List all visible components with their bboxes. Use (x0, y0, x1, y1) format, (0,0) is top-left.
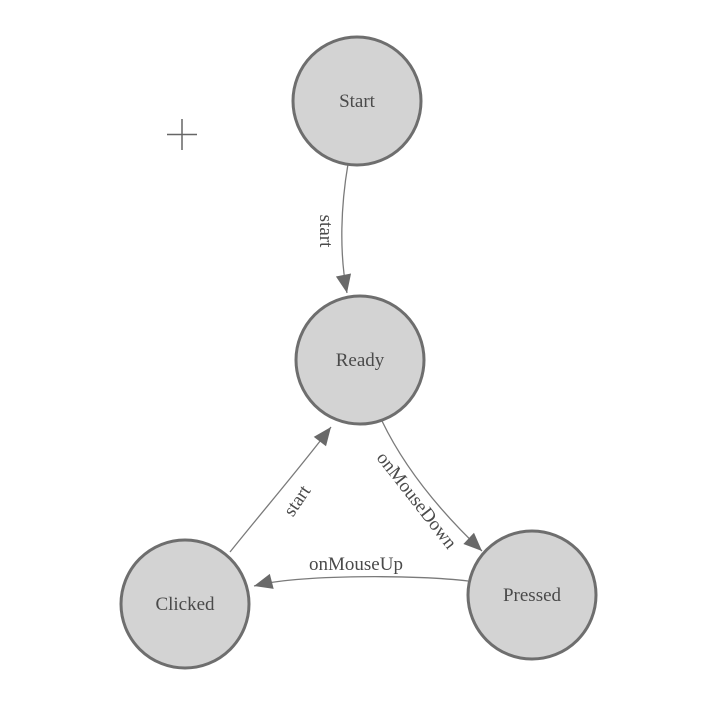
edge-path-start-to-ready[interactable] (335, 163, 352, 294)
node-clicked-label: Clicked (155, 594, 215, 615)
node-pressed[interactable]: Pressed (466, 529, 598, 661)
edge-path-clicked-to-ready[interactable] (229, 426, 332, 553)
edge-label-ready-to-pressed: onMouseDown (372, 448, 461, 554)
edge-ready-to-pressed[interactable]: onMouseDown (372, 420, 483, 554)
node-clicked[interactable]: Clicked (119, 538, 251, 670)
node-ready-circle[interactable] (294, 294, 426, 426)
edge-path-ready-to-pressed[interactable] (381, 420, 483, 552)
node-start-circle[interactable] (291, 35, 423, 167)
node-start-label: Start (339, 91, 376, 112)
edge-clicked-to-ready[interactable]: start (229, 426, 332, 553)
node-ready[interactable]: Ready (294, 294, 426, 426)
edge-label-clicked-to-ready: start (280, 481, 316, 520)
node-pressed-circle[interactable] (466, 529, 598, 661)
edge-start-to-ready[interactable]: start (315, 163, 352, 294)
plus-crosshair-icon (167, 119, 197, 150)
edge-label-pressed-to-clicked: onMouseUp (309, 554, 403, 575)
node-pressed-label: Pressed (503, 585, 562, 606)
node-clicked-circle[interactable] (119, 538, 251, 670)
edge-pressed-to-clicked[interactable]: onMouseUp (253, 554, 469, 589)
edge-path-pressed-to-clicked[interactable] (253, 573, 469, 589)
node-ready-label: Ready (336, 350, 385, 371)
edge-label-start-to-ready: start (315, 215, 336, 248)
node-start[interactable]: Start (291, 35, 423, 167)
